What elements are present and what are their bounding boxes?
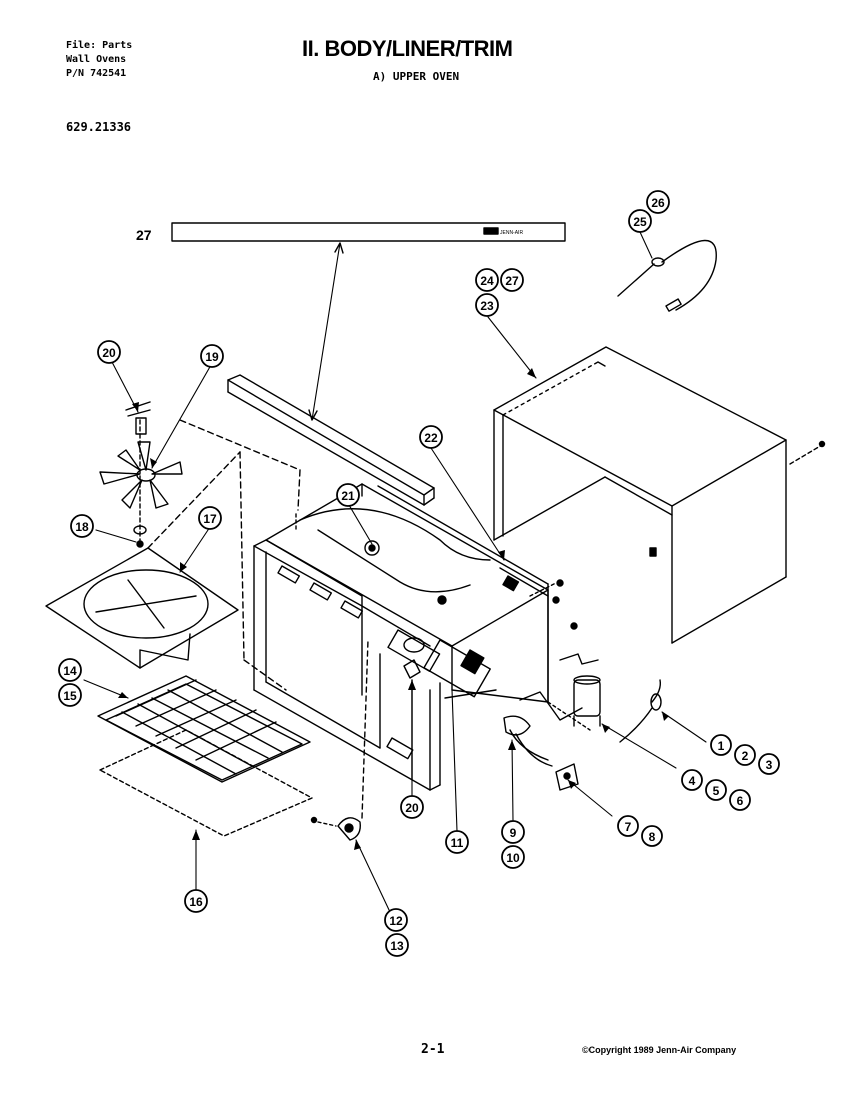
- callout-number: 2: [742, 749, 749, 763]
- callout-20: 20: [97, 340, 121, 364]
- liner-top: [265, 483, 549, 703]
- callout-number: 11: [451, 836, 464, 850]
- callout-number: 1: [718, 739, 725, 753]
- callout-number: 16: [189, 895, 203, 909]
- callout-13: 13: [385, 933, 409, 957]
- callout-25: 25: [628, 209, 652, 233]
- callout-number: 27: [505, 274, 519, 288]
- callout-number: 6: [737, 794, 744, 808]
- page-subtitle: A) UPPER OVEN: [373, 70, 460, 83]
- callout-23: 23: [475, 293, 499, 317]
- callout-9: 9: [501, 820, 525, 844]
- callout-number: 22: [424, 431, 438, 445]
- liner-front-frame: [253, 539, 441, 791]
- header-info: File: Parts Wall Ovens P/N 742541: [66, 39, 132, 81]
- callout-12: 12: [384, 908, 408, 932]
- callout-8: 8: [641, 825, 663, 847]
- switch-bracket: [555, 763, 579, 791]
- callout-11: 11: [445, 830, 469, 854]
- oven-wrapper: [493, 346, 787, 644]
- callout-number: 20: [102, 346, 116, 360]
- callout-number: 5: [713, 784, 720, 798]
- page-title: II. BODY/LINER/TRIM: [302, 36, 513, 61]
- callout-number: 4: [689, 774, 696, 788]
- callout-number: 12: [389, 914, 403, 928]
- callout-22: 22: [419, 425, 443, 449]
- callout-26: 26: [646, 190, 670, 214]
- wire-connector: [503, 715, 553, 767]
- oven-light: [310, 639, 369, 841]
- control-bracket: [387, 595, 497, 699]
- callout-14: 14: [58, 658, 82, 682]
- callout-2: 2: [734, 744, 756, 766]
- model-number: 629.21336: [66, 120, 132, 134]
- callout-17: 17: [198, 506, 222, 530]
- callout-5: 5: [705, 779, 727, 801]
- trim-strip: [171, 222, 566, 242]
- callout-number: 26: [651, 196, 665, 210]
- callout-number: 7: [625, 820, 632, 834]
- liner-back-frame: [377, 485, 591, 731]
- callout-21: 21: [336, 483, 360, 507]
- callout-27: 27: [500, 268, 524, 292]
- part-number-line: P/N 742541: [66, 68, 127, 79]
- noise-filter: [573, 675, 601, 727]
- callout-4: 4: [681, 769, 703, 791]
- callout-18: 18: [70, 514, 94, 538]
- callout-7: 7: [617, 815, 639, 837]
- temperature-probe: [617, 239, 717, 312]
- leader-lines: [83, 231, 707, 913]
- page-number: 2-1: [421, 1042, 445, 1057]
- fan-baffle: [45, 451, 287, 691]
- copyright-notice: ©Copyright 1989 Jenn-Air Company: [582, 1045, 737, 1055]
- callout-number: 9: [510, 826, 517, 840]
- callout-16: 16: [184, 889, 208, 913]
- callout-24: 24: [475, 268, 499, 292]
- trim-brand: JENN-AIR: [500, 230, 523, 236]
- fan-blade: [99, 419, 183, 548]
- callout-1: 1: [710, 734, 732, 756]
- callout-number: 19: [205, 350, 219, 364]
- trim-label: 27: [136, 227, 152, 243]
- callout-number: 23: [480, 299, 494, 313]
- callout-number: 17: [203, 512, 217, 526]
- callout-number: 14: [63, 664, 77, 678]
- callout-number: 21: [341, 489, 355, 503]
- callout-number: 24: [480, 274, 494, 288]
- callout-number: 3: [766, 758, 773, 772]
- file-line: File: Parts: [66, 40, 133, 51]
- callout-number: 20: [405, 801, 419, 815]
- callout-number: 15: [63, 689, 77, 703]
- trim-channel: [227, 374, 435, 506]
- callout-10: 10: [501, 845, 525, 869]
- callout-number: 10: [506, 851, 520, 865]
- oven-rack: [97, 675, 311, 783]
- callout-20-lower: 20: [400, 795, 424, 819]
- category-line: Wall Ovens: [66, 54, 127, 65]
- probe-sensor: [619, 679, 662, 743]
- callout-number: 13: [390, 939, 404, 953]
- callout-6: 6: [729, 789, 751, 811]
- callout-15: 15: [58, 683, 82, 707]
- callout-number: 25: [633, 215, 647, 229]
- callout-3: 3: [758, 753, 780, 775]
- callout-number: 8: [649, 830, 656, 844]
- callout-19: 19: [200, 344, 224, 368]
- callout-number: 18: [75, 520, 89, 534]
